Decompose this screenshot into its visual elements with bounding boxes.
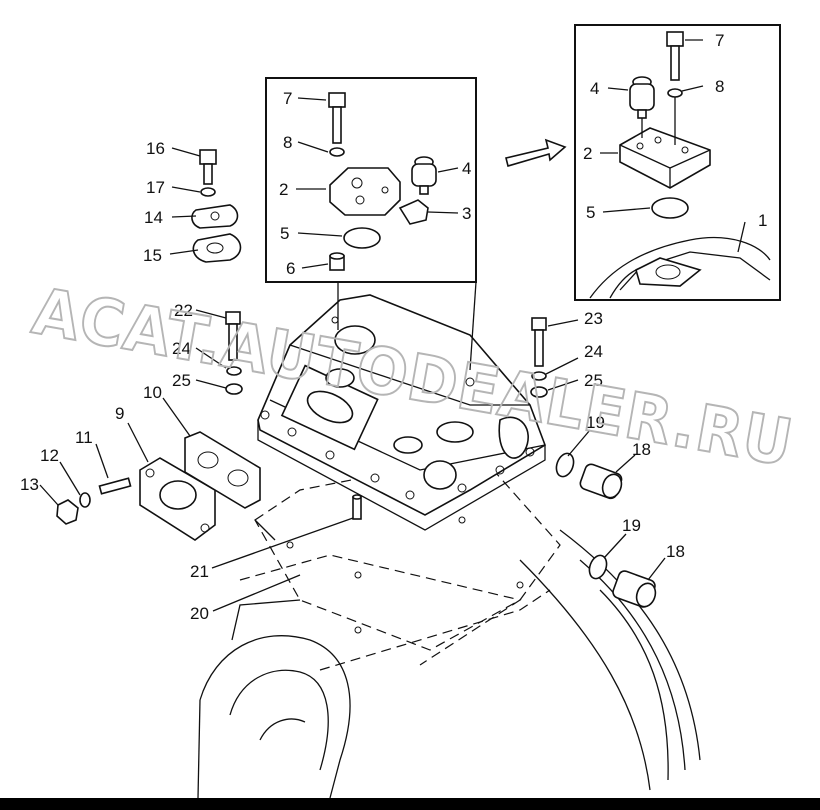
nut-left [56,499,79,525]
callout-18-lower: 18 [666,542,685,561]
clamp-14 [191,204,239,229]
plate-15 [192,233,242,263]
washer-8-center [329,147,345,157]
o-ring-upper [555,452,575,478]
bottom-border [0,798,820,810]
callout-19-upper: 19 [586,413,605,432]
bolt-22 [225,311,241,361]
o-ring-5-right [651,197,689,219]
callout-17: 17 [146,178,165,197]
washer-8-right [667,88,683,98]
elbow-3 [398,199,429,225]
callout-4-center: 4 [462,159,471,178]
washer-17 [200,187,216,197]
callout-5-center: 5 [280,224,289,243]
callout-2-center: 2 [279,180,288,199]
side-flange [139,457,216,541]
callout-9: 9 [115,404,124,423]
washer-left [79,492,91,508]
callout-22: 22 [174,301,193,320]
callout-18-upper: 18 [632,440,651,459]
callout-7-right: 7 [715,31,724,50]
callout-24-right: 24 [584,342,603,361]
transmission-case [197,454,701,799]
callout-11: 11 [75,428,93,447]
stud [98,477,132,495]
valve-block-2-center [329,167,401,216]
drain-plug-upper [579,463,623,500]
callout-2-right: 2 [583,144,592,163]
inset-box-right [574,24,781,301]
bolt-7-right [666,31,684,81]
washer-24-left [226,366,242,376]
fitting-6 [329,252,345,271]
callout-5-right: 5 [586,203,595,222]
callout-12: 12 [40,446,59,465]
inset-box-center [265,77,477,283]
housing-1-detail [589,236,771,299]
callout-3: 3 [462,204,471,223]
callout-7-center: 7 [283,89,292,108]
callout-20: 20 [190,604,209,623]
callout-25-right: 25 [584,371,603,390]
callout-6: 6 [286,259,295,278]
solenoid-4-center [411,156,437,195]
callout-15: 15 [143,246,162,265]
callout-16: 16 [146,139,165,158]
callout-24-left: 24 [172,339,191,358]
callout-numbers: 1 7 8 2 4 3 5 6 7 8 4 2 5 16 17 14 15 22… [20,31,767,623]
callout-8-center: 8 [283,133,292,152]
callout-23: 23 [584,309,603,328]
o-ring-5-center [343,227,381,249]
plate-2-right [619,127,711,189]
leader-lines [39,39,746,612]
flange-gasket [184,431,261,509]
direction-arrow [505,138,567,168]
bolt-23 [531,317,547,367]
drain-plug-lower [612,570,657,608]
washer-25-right [530,386,548,398]
bolt-7-center [328,92,346,144]
callout-21: 21 [190,562,209,581]
callout-8-right: 8 [715,77,724,96]
callout-14: 14 [144,208,163,227]
dowel-pin [352,494,362,520]
washer-25-left [225,383,243,395]
callout-1: 1 [758,211,767,230]
callout-10: 10 [143,383,162,402]
main-cover [257,294,546,634]
o-ring-lower [588,554,608,580]
solenoid-4-right [629,76,655,119]
washer-24-right [531,371,547,381]
callout-4-right: 4 [590,79,599,98]
callout-13: 13 [20,475,39,494]
callout-25-left: 25 [172,371,191,390]
bolt-16 [199,149,217,185]
callout-19-lower: 19 [622,516,641,535]
